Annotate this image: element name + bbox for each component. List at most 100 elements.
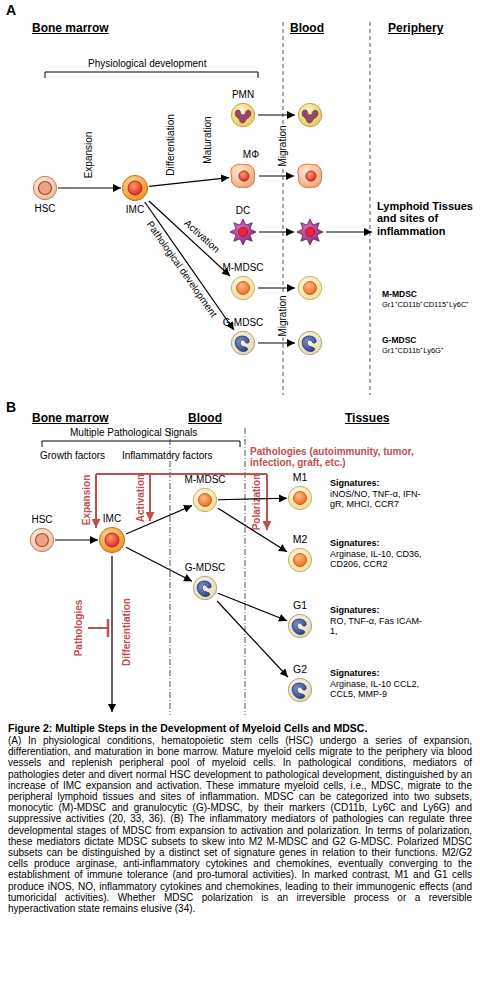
cell-icon (287, 547, 313, 573)
text-label: Maturation (202, 116, 213, 163)
cell-node: G2 (287, 677, 313, 703)
signal-arrow (149, 474, 151, 521)
cell-shape (122, 175, 147, 200)
text-label: Signatures: (330, 478, 380, 488)
cell-shape (288, 548, 311, 571)
arrow-connector (126, 547, 192, 581)
cell-shape (193, 488, 216, 511)
cell-label-group: G2 (293, 663, 307, 675)
cell-icon (192, 487, 218, 513)
cell-icon (229, 218, 257, 246)
differentiation-arrow (111, 556, 112, 712)
cell-node: G1 (287, 613, 313, 639)
cell-shape (231, 276, 254, 299)
bracket (42, 441, 240, 447)
cell-label: G2 (293, 663, 307, 675)
cell-label-group: HSC (34, 203, 55, 215)
cell-icon (192, 575, 218, 601)
migration-arrow (258, 287, 295, 288)
caption-box: Figure 2: Multiple Steps in the Developm… (8, 722, 472, 914)
text-label: Tissues (345, 412, 389, 425)
cell-shape (231, 331, 254, 354)
cell-shape (288, 678, 311, 701)
cell-node: DC (229, 218, 257, 246)
cell-label-group: G1 (293, 599, 307, 611)
cell-icon (287, 485, 313, 511)
text-label: Arginase, IL-10, CD36, CD206, CCR2 (330, 549, 425, 569)
cell-label: M-MDSC (184, 474, 225, 486)
text-label: Signatures: (330, 605, 380, 615)
text-label: Arginase, IL-10 CCL2, CCL5, MMP-9 (330, 679, 425, 699)
divider-line (283, 22, 284, 395)
arrow-connector (149, 178, 229, 187)
cell-label: IMC (103, 513, 121, 525)
figure-title: Figure 2: Multiple Steps in the Developm… (8, 722, 472, 735)
text-label: Gr1⁺CD11b⁺Ly6G⁺ (382, 347, 444, 355)
cell-icon (230, 102, 256, 128)
text-label: Activation (135, 474, 146, 522)
cell-node: M2 (287, 547, 313, 573)
cell-label: DC (236, 205, 250, 217)
gmdsc-cell (298, 331, 321, 354)
cell-label: M2 (293, 533, 308, 545)
cell-node: IMC (98, 526, 126, 554)
cell-icon (29, 527, 55, 553)
divider-line (245, 428, 246, 715)
cell-label: G-MDSC (223, 317, 264, 329)
text-label: Multiple Pathological Signals (70, 427, 197, 438)
arrow-connector (218, 508, 287, 552)
cell-shape (288, 614, 311, 637)
cell-shape (288, 486, 311, 509)
cell-icon (32, 175, 58, 201)
text-label: Blood (290, 22, 324, 35)
text-label: iNOS/NO, TNF-α, IFN-gR, MHCI, CCR7 (330, 489, 425, 509)
text-label: Signatures: (330, 668, 380, 678)
cell-label: M1 (293, 471, 308, 483)
cell-node: G-MDSC (230, 330, 256, 356)
text-label: Pathologies (73, 600, 84, 657)
arrow-connector (126, 506, 192, 534)
text-label: Bone marrow (32, 22, 109, 35)
cell-label-group: G-MDSC (223, 317, 264, 329)
cell-icon (287, 677, 313, 703)
migration-arrow (258, 114, 295, 115)
cell-shape (230, 219, 256, 245)
cell-icon (230, 275, 256, 301)
edge-label: Expansion (83, 132, 94, 179)
cell-icon (121, 174, 149, 202)
cell-node: HSC (32, 175, 58, 201)
cell-node: M1 (287, 485, 313, 511)
cell-node: IMC (121, 174, 149, 202)
text-label: Growth factors (40, 450, 105, 461)
arrow-connector (218, 593, 287, 621)
signal-arrow (266, 474, 268, 530)
text-label: Periphery (388, 22, 443, 35)
signal-line (96, 473, 267, 475)
cell-label: MΦ (243, 149, 259, 161)
cell-label: PMN (232, 89, 254, 101)
cell-shape (99, 527, 124, 552)
dendritic-cell (297, 219, 323, 245)
text-label: Inflammatory factors (122, 450, 213, 461)
text-label: Pathologies (autoimmunity, tumor, infect… (250, 446, 415, 468)
text-label: M-MDSC (382, 290, 417, 300)
text-label: A (6, 3, 16, 19)
cell-node: PMN (230, 102, 256, 128)
cell-label-group: M1 (293, 471, 308, 483)
arrow-connector (218, 498, 287, 499)
inhibition-line (88, 627, 108, 629)
migration-arrow (258, 342, 295, 343)
edge-label: Differentiation (165, 114, 176, 176)
cell-node: HSC (29, 527, 55, 553)
cell-label-group: IMC (103, 513, 121, 525)
cell-shape (33, 176, 56, 199)
text-label: G-MDSC (382, 336, 416, 346)
text-label: Blood (188, 412, 222, 425)
cell-label: IMC (126, 204, 144, 216)
cell-icon (229, 162, 257, 190)
arrow-connector (55, 539, 98, 540)
pmn-cell (298, 103, 321, 126)
text-label: Expansion (81, 475, 92, 526)
